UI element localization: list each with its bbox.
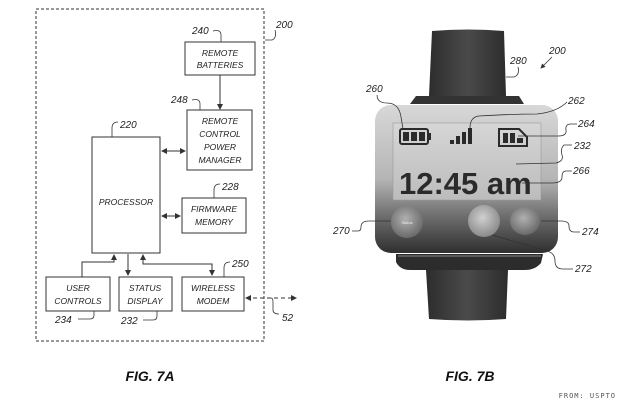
signal-ref-label: 262 bbox=[567, 96, 585, 107]
block-label: WIRELESS bbox=[191, 283, 235, 293]
ref-leader bbox=[223, 261, 231, 277]
ref-leader bbox=[469, 101, 568, 129]
block-label: PROCESSOR bbox=[99, 197, 153, 207]
card-ref-label: 264 bbox=[577, 119, 595, 130]
ref-label: 52 bbox=[282, 313, 294, 324]
ref-leader bbox=[522, 170, 572, 184]
watch-display bbox=[392, 122, 542, 201]
modem-processor-arrow bbox=[140, 254, 215, 276]
ref-leader bbox=[270, 297, 280, 315]
ref-leader bbox=[143, 311, 158, 321]
watch-strap-top bbox=[429, 29, 506, 96]
ref-leader bbox=[541, 220, 580, 233]
ref-label: 220 bbox=[119, 120, 137, 131]
block-power-manager: REMOTE CONTROL POWER MANAGER 248 bbox=[170, 95, 253, 171]
time-display: 12:45 am bbox=[399, 166, 532, 201]
battery-icon bbox=[399, 128, 431, 145]
block-user-controls: USER CONTROLS 234 bbox=[45, 276, 111, 326]
strap-ref-label: 280 bbox=[509, 56, 527, 67]
watch-strap-bottom bbox=[426, 270, 508, 321]
figure-7a-caption: FIG. 7A bbox=[125, 368, 174, 384]
block-label: BATTERIES bbox=[197, 60, 244, 70]
block-label: MODEM bbox=[197, 296, 231, 306]
ref-leader bbox=[78, 311, 95, 320]
block-label: CONTROLS bbox=[54, 296, 102, 306]
watch-lug-top bbox=[410, 96, 524, 104]
battery-ref-label: 260 bbox=[365, 84, 383, 95]
block-label: DISPLAY bbox=[127, 296, 164, 306]
button-left[interactable]: Status bbox=[391, 206, 423, 238]
block-label: REMOTE bbox=[202, 48, 239, 58]
ref-leader bbox=[352, 220, 391, 232]
controls-to-processor-arrow bbox=[81, 254, 117, 277]
button-right[interactable] bbox=[510, 207, 540, 235]
ref-leader bbox=[376, 94, 404, 130]
memory-card-icon bbox=[498, 128, 528, 147]
block-processor: PROCESSOR 220 bbox=[91, 120, 161, 254]
ref-leader bbox=[518, 123, 577, 137]
block-wireless-modem: WIRELESS MODEM 250 bbox=[181, 259, 249, 312]
watch-lug-bottom bbox=[396, 254, 543, 270]
ref-leader bbox=[111, 121, 119, 137]
signal-strength-icon bbox=[450, 128, 472, 144]
time-ref-label: 266 bbox=[572, 166, 590, 177]
ref-leader bbox=[515, 144, 572, 165]
figure-7b-caption: FIG. 7B bbox=[445, 368, 494, 384]
block-firmware-memory: FIRMWARE MEMORY 228 bbox=[181, 182, 247, 234]
source-credit: FROM: USPTO bbox=[559, 392, 616, 400]
block-label: MANAGER bbox=[199, 155, 242, 165]
block-status-display: STATUS DISPLAY 232 bbox=[118, 276, 173, 327]
display-ref-label: 232 bbox=[573, 141, 591, 152]
ref-label: 248 bbox=[170, 95, 188, 106]
device-ref-label: 200 bbox=[548, 46, 566, 57]
block-label: MEMORY bbox=[195, 217, 234, 227]
block-label: POWER bbox=[204, 142, 236, 152]
ref-leader bbox=[491, 234, 573, 270]
button-middle-ref-label: 272 bbox=[574, 264, 592, 275]
block-remote-batteries: REMOTE BATTERIES 240 bbox=[184, 26, 256, 76]
button-right-ref-label: 274 bbox=[581, 227, 599, 238]
block-label: USER bbox=[66, 283, 90, 293]
block-label: STATUS bbox=[129, 283, 162, 293]
ref-leader bbox=[213, 183, 221, 198]
ref-label: 234 bbox=[54, 315, 72, 326]
ref-label: 250 bbox=[231, 259, 249, 270]
device-ref-leader bbox=[265, 29, 276, 41]
button-middle[interactable] bbox=[468, 205, 500, 237]
ref-label: 232 bbox=[120, 316, 138, 327]
figure-7a: 200 REMOTE BATTERIES 240 REMOTE CONTROL … bbox=[35, 8, 297, 384]
figure-7b: 12:45 am Status 200 280 260 262 264 232 … bbox=[332, 29, 599, 384]
device-ref-label: 200 bbox=[275, 20, 293, 31]
device-ref-arrow bbox=[540, 56, 553, 69]
ref-leader bbox=[506, 66, 519, 78]
block-label: FIRMWARE bbox=[191, 204, 237, 214]
button-left-ref-label: 270 bbox=[332, 226, 350, 237]
button-left-glyph: Status bbox=[401, 220, 412, 225]
block-label: REMOTE bbox=[202, 116, 239, 126]
block-label: CONTROL bbox=[199, 129, 241, 139]
ref-leader bbox=[212, 30, 222, 42]
ref-label: 228 bbox=[221, 182, 239, 193]
ref-leader bbox=[191, 99, 201, 110]
ref-label: 240 bbox=[191, 26, 209, 37]
